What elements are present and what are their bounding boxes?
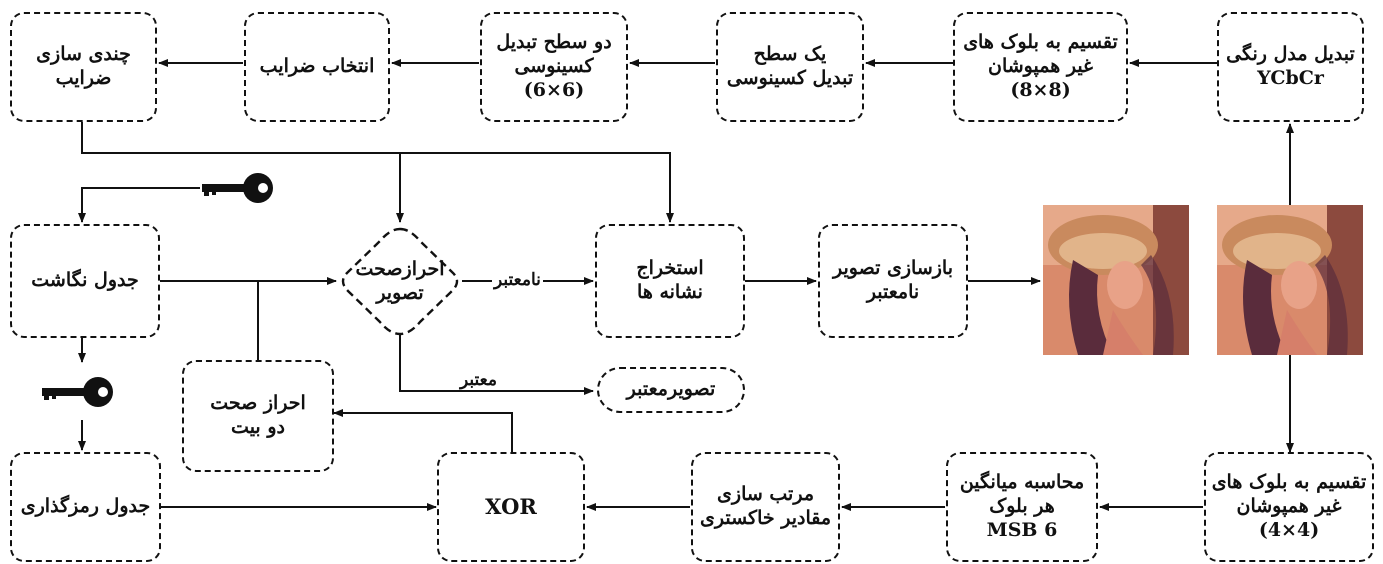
rebuild-invalid-block: بازسازی تصویر نامعتبر <box>818 224 968 338</box>
mapping-table-block: جدول نگاشت <box>10 224 160 338</box>
valid-edge-label: معتبر <box>458 370 499 390</box>
ycbcr-conversion-block: تبدیل مدل رنگی YCbCr <box>1217 12 1364 122</box>
coefficient-selection-block: انتخاب ضرایب <box>244 12 390 122</box>
coefficient-selection-label: انتخاب ضرایب <box>259 55 375 78</box>
verify-image-label-box: احرازصحت تصویر <box>352 255 448 309</box>
xor-block: XOR <box>437 452 585 562</box>
sort-gray-block: مرتب سازی مقادیر خاکستری <box>691 452 840 562</box>
encryption-table-label: جدول رمزگذاری <box>20 495 151 518</box>
rebuild-invalid-label: بازسازی تصویر نامعتبر <box>833 257 953 303</box>
xor-label: XOR <box>485 493 537 519</box>
photo-portrait-input <box>1217 205 1363 355</box>
invalid-edge-label: نامعتبر <box>492 270 543 290</box>
two-bit-verify-block: احراز صحت دو بیت <box>182 360 334 472</box>
split-8x8-block: تقسیم به بلوک های غیر همپوشان (8×8) <box>953 12 1128 122</box>
split-8x8-label: تقسیم به بلوک های غیر همپوشان (8×8) <box>963 31 1118 101</box>
mapping-table-label: جدول نگاشت <box>31 269 139 292</box>
quantization-block: چندی سازی ضرایب <box>10 12 157 122</box>
sort-gray-label: مرتب سازی مقادیر خاکستری <box>699 483 832 529</box>
split-4x4-label: تقسیم به بلوک های غیر همپوشان (4×4) <box>1211 471 1367 541</box>
extract-marks-block: استخراج نشانه ها <box>595 224 745 338</box>
quantization-label: چندی سازی ضرایب <box>36 43 131 89</box>
dct-level2-block: دو سطح تبدیل کسینوسی (6×6) <box>480 12 628 122</box>
block-mean-label: محاسبه میانگین هر بلوک 6 MSB <box>959 471 1085 541</box>
encryption-table-block: جدول رمزگذاری <box>10 452 161 562</box>
ycbcr-label: تبدیل مدل رنگی YCbCr <box>1226 43 1355 89</box>
dct-level1-block: یک سطح تبدیل کسینوسی <box>716 12 864 122</box>
photo-portrait-output <box>1043 205 1189 355</box>
decision-diamond <box>341 227 459 336</box>
dct-level2-label: دو سطح تبدیل کسینوسی (6×6) <box>496 31 612 101</box>
split-4x4-block: تقسیم به بلوک های غیر همپوشان (4×4) <box>1204 452 1374 562</box>
valid-image-block: تصویرمعتبر <box>597 367 745 413</box>
extract-marks-label: استخراج نشانه ها <box>636 257 704 303</box>
key-icon <box>40 374 116 414</box>
block-mean-block: محاسبه میانگین هر بلوک 6 MSB <box>946 452 1098 562</box>
two-bit-verify-label: احراز صحت دو بیت <box>210 392 306 438</box>
dct-level1-label: یک سطح تبدیل کسینوسی <box>726 43 854 89</box>
valid-image-label: تصویرمعتبر <box>626 378 716 401</box>
key-icon <box>200 170 276 210</box>
verify-image-label: احرازصحت تصویر <box>355 258 445 304</box>
